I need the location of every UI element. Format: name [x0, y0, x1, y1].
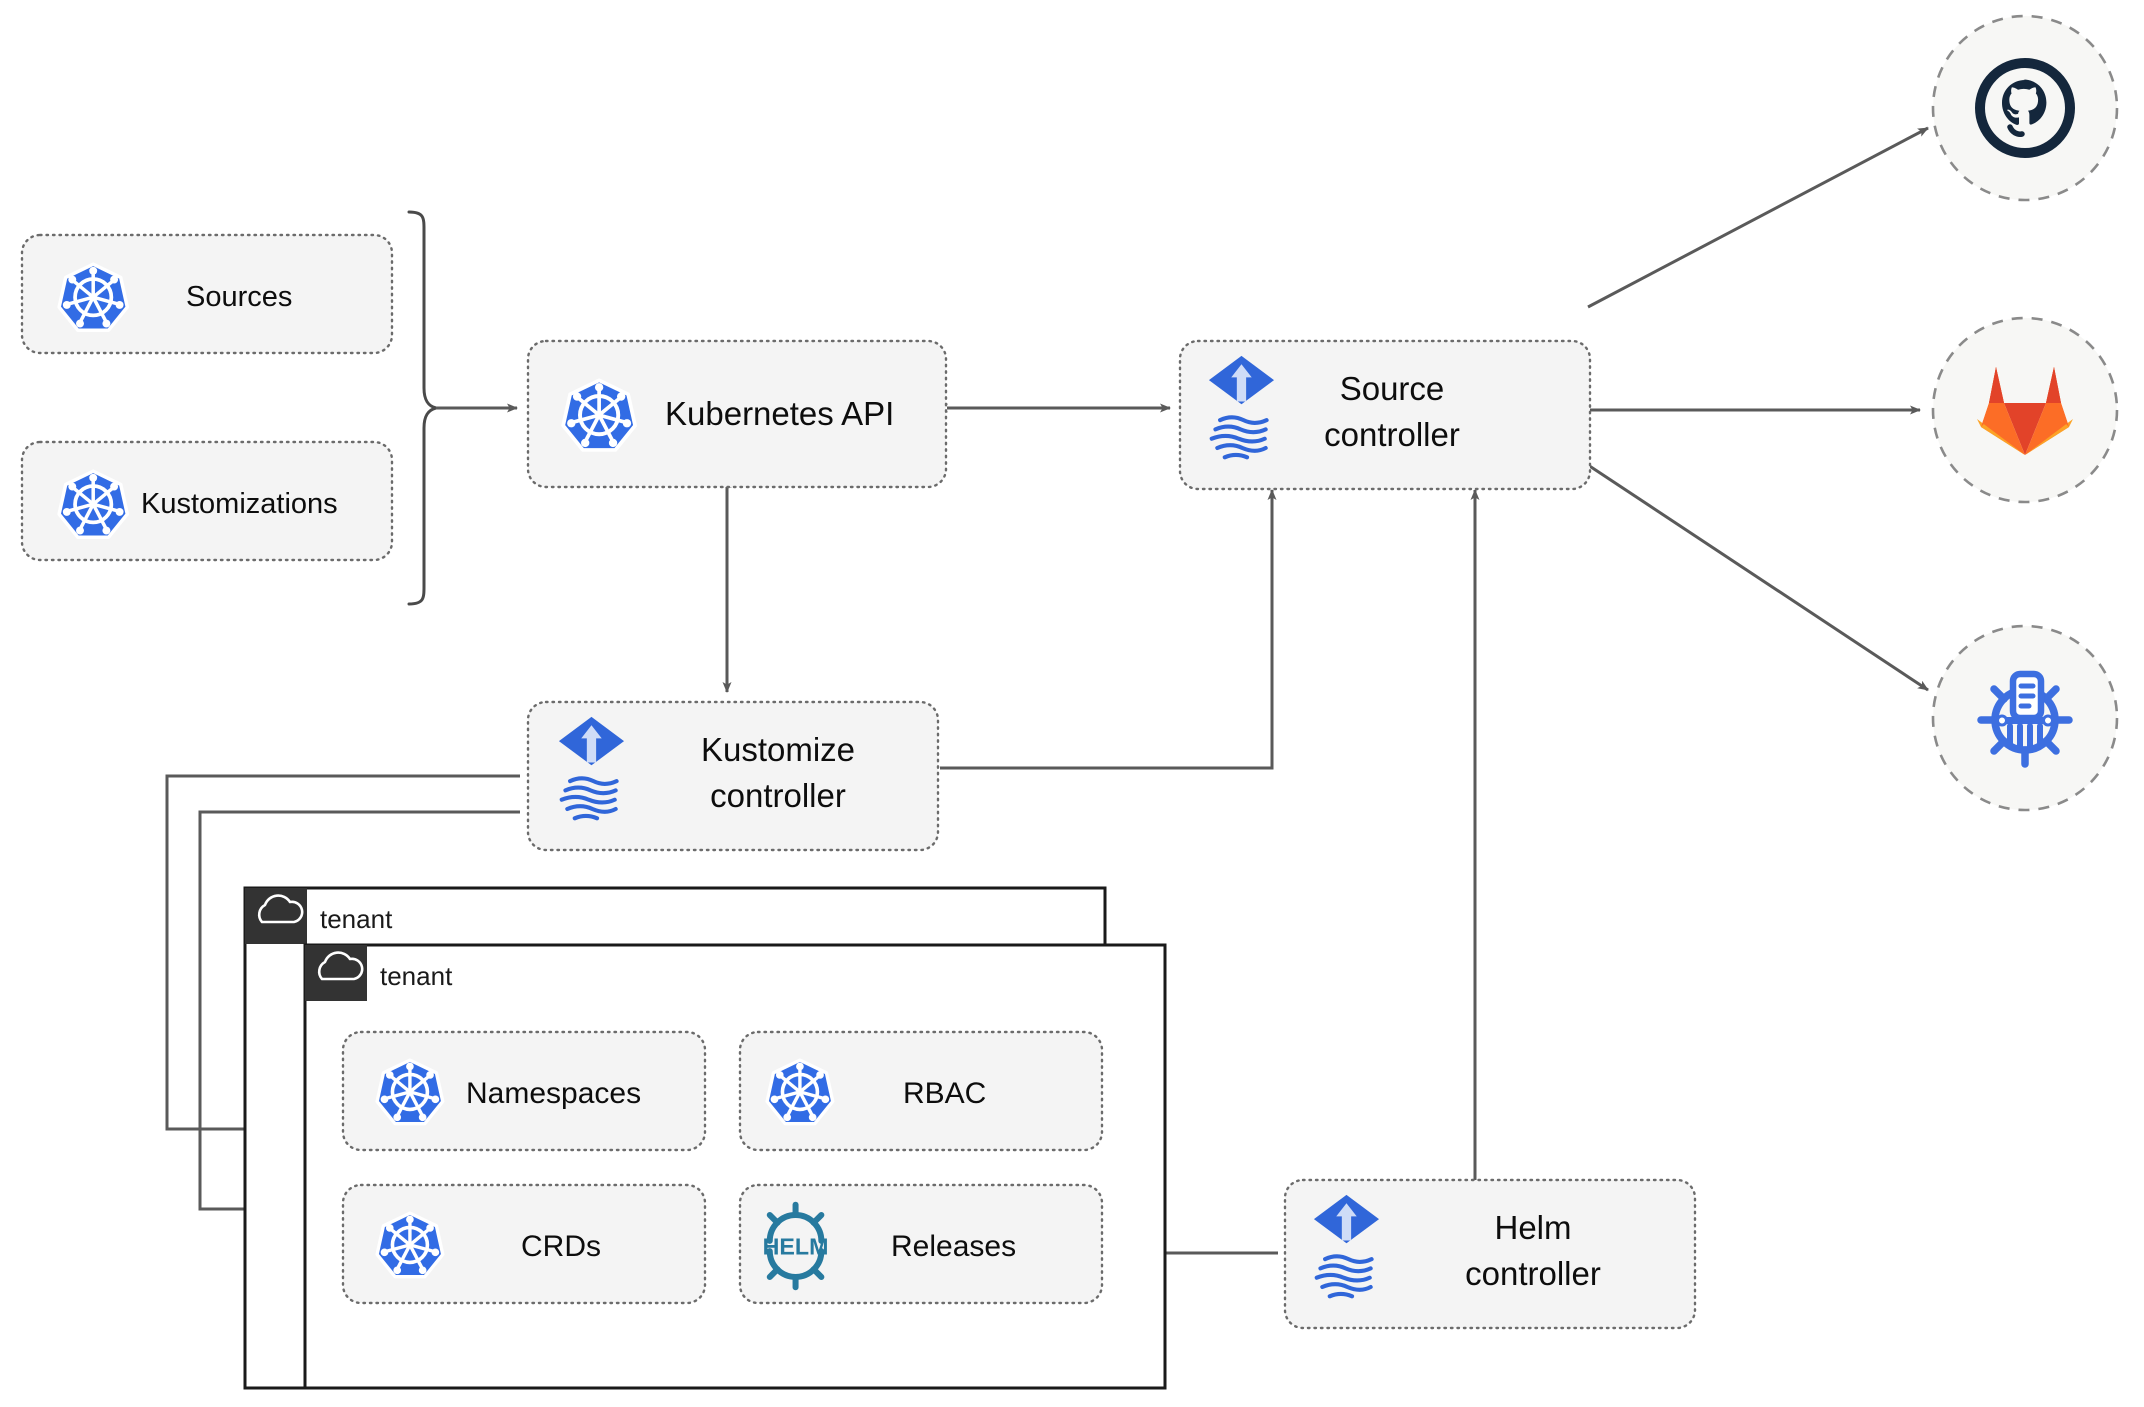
kubernetes-icon	[375, 1058, 445, 1126]
kubernetes-icon	[561, 378, 638, 452]
helm-chart-repository-icon	[1981, 674, 2069, 764]
node-namespaces[interactable]: Namespaces	[341, 1030, 707, 1152]
node-label-kustomizations: Kustomizations	[141, 488, 338, 520]
node-label-helm-controller-line1: Helm	[1494, 1209, 1571, 1246]
node-github[interactable]	[1931, 14, 2119, 202]
tenant-icon-chip-front	[305, 945, 367, 1001]
node-chart-repository[interactable]	[1931, 624, 2119, 812]
tenant-label-back: tenant	[320, 904, 393, 934]
node-kustomizations[interactable]: Kustomizations	[20, 440, 394, 562]
node-kustomize-controller[interactable]: Kustomize controller	[526, 700, 940, 852]
node-rbac[interactable]: RBAC	[738, 1030, 1104, 1152]
node-label-namespaces: Namespaces	[466, 1077, 641, 1110]
kubernetes-icon	[765, 1058, 835, 1126]
cloud-icon	[317, 951, 364, 981]
node-helm-controller[interactable]: Helm controller	[1283, 1178, 1697, 1330]
node-label-crds: CRDs	[521, 1230, 601, 1263]
arrow-source-controller-to-chart-repository	[1587, 463, 1929, 692]
node-sources[interactable]: Sources	[20, 233, 394, 355]
tenant-label-front: tenant	[380, 961, 453, 991]
node-releases[interactable]: Releases	[738, 1183, 1104, 1305]
tenant-container-front[interactable]: tenant	[303, 943, 1167, 1390]
cloud-icon	[257, 894, 304, 924]
tenant-icon-chip-back	[245, 888, 307, 944]
helm-icon	[763, 1205, 829, 1288]
node-label-source-controller-line1: Source	[1340, 370, 1445, 407]
node-kubernetes-api[interactable]: Kubernetes API	[526, 339, 948, 489]
node-label-kustomize-controller-line2: controller	[710, 777, 846, 814]
arrow-kustomize-controller-to-source-controller	[940, 489, 1277, 770]
node-source-controller[interactable]: Source controller	[1178, 339, 1592, 491]
node-label-sources: Sources	[186, 281, 292, 313]
node-crds[interactable]: CRDs	[341, 1183, 707, 1305]
node-label-releases: Releases	[891, 1230, 1016, 1263]
arrow-source-controller-to-github	[1587, 126, 1929, 309]
kubernetes-icon	[57, 262, 130, 333]
kubernetes-icon	[375, 1211, 445, 1279]
node-label-source-controller-line2: controller	[1324, 416, 1460, 453]
node-label-kubernetes-api: Kubernetes API	[665, 395, 894, 432]
node-gitlab[interactable]	[1931, 316, 2119, 504]
node-label-rbac: RBAC	[903, 1077, 986, 1110]
node-label-kustomize-controller-line1: Kustomize	[701, 731, 855, 768]
arrow-kustomize-controller-to-tenant-back	[165, 774, 520, 1134]
node-label-helm-controller-line2: controller	[1465, 1255, 1601, 1292]
kubernetes-icon	[57, 469, 130, 540]
